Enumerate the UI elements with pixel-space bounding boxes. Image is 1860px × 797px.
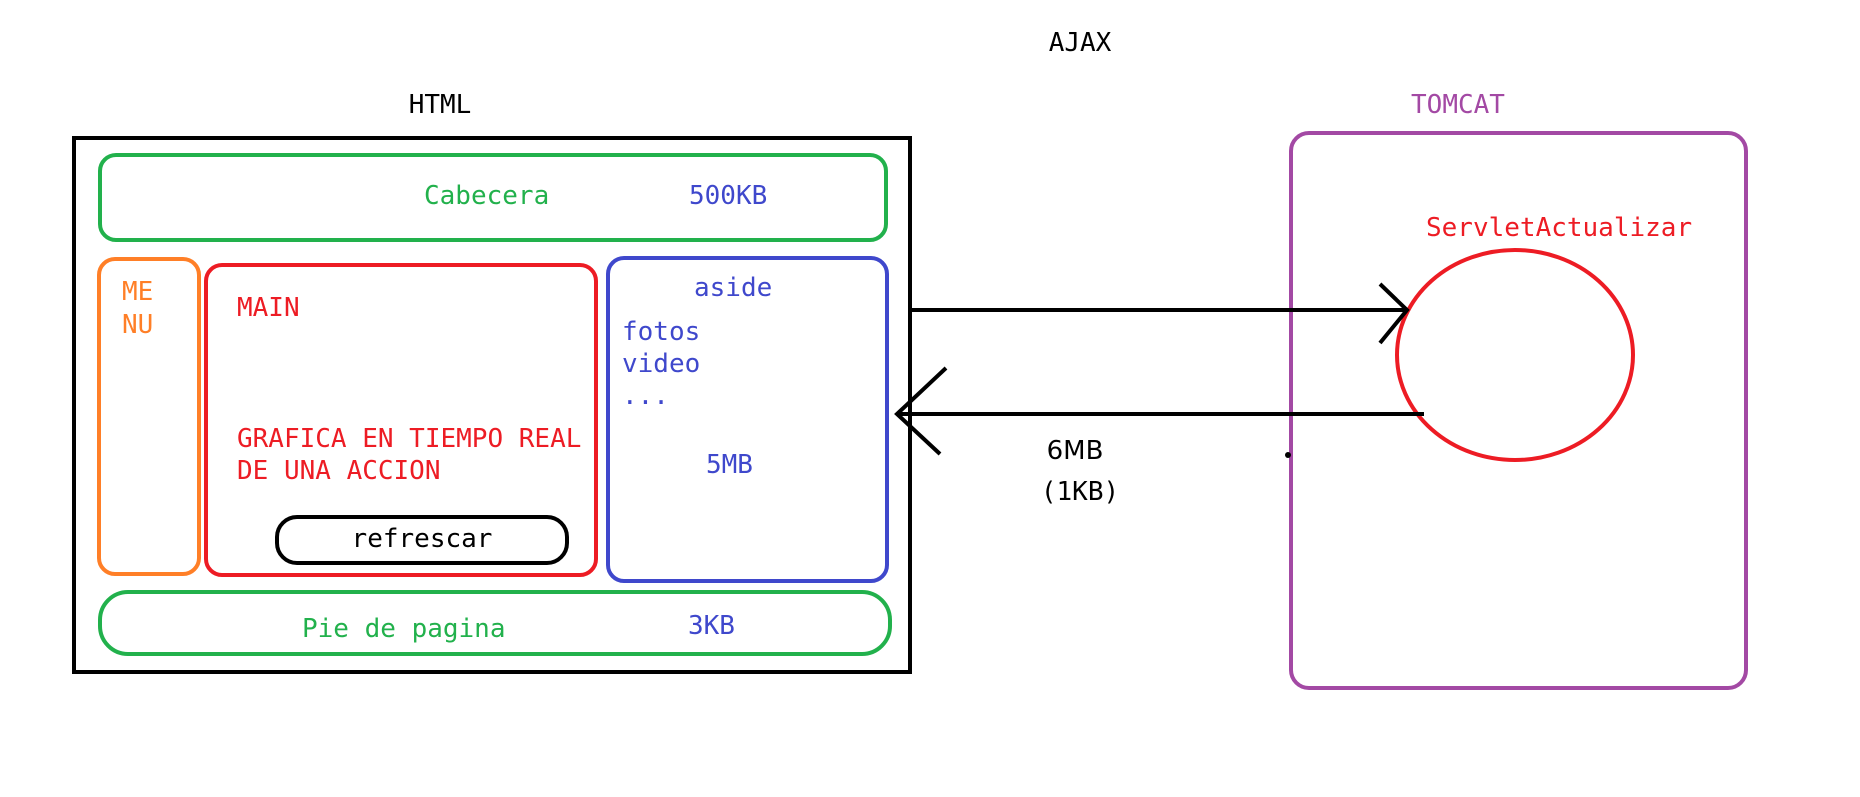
servlet-circle [1395, 248, 1635, 462]
tomcat-box [1289, 131, 1748, 690]
cabecera-label: Cabecera [424, 181, 549, 211]
aside-label: aside [694, 273, 772, 303]
main-box [204, 263, 598, 577]
html-label: HTML [409, 90, 472, 120]
transfer-size-full: 6MB [1047, 436, 1104, 466]
menu-label-line2: NU [122, 310, 153, 340]
main-text-line1: GRAFICA EN TIEMPO REAL [237, 424, 581, 454]
response-arrowhead-icon [894, 366, 948, 456]
html-page-frame [72, 136, 912, 674]
aside-box [606, 256, 889, 583]
main-label: MAIN [237, 293, 300, 323]
aside-item-video: video [622, 349, 700, 379]
diagram-title: AJAX [1049, 28, 1112, 58]
pie-box [98, 590, 892, 656]
main-text-line2: DE UNA ACCION [237, 456, 441, 486]
refrescar-button-label: refrescar [352, 524, 493, 554]
cabecera-box [98, 153, 888, 242]
pie-size: 3KB [688, 611, 735, 641]
pie-label: Pie de pagina [302, 614, 506, 644]
aside-size: 5MB [706, 450, 753, 480]
menu-label-line1: ME [122, 277, 153, 307]
tomcat-label: TOMCAT [1411, 90, 1505, 120]
request-arrowhead-icon [1378, 282, 1410, 345]
stray-dot [1285, 452, 1291, 458]
menu-box [97, 257, 201, 576]
refrescar-button[interactable] [275, 515, 569, 565]
aside-item-more: ... [622, 381, 669, 411]
servlet-label: ServletActualizar [1426, 213, 1692, 243]
transfer-size-ajax: (1KB) [1041, 477, 1119, 507]
aside-item-fotos: fotos [622, 317, 700, 347]
cabecera-size: 500KB [689, 181, 767, 211]
